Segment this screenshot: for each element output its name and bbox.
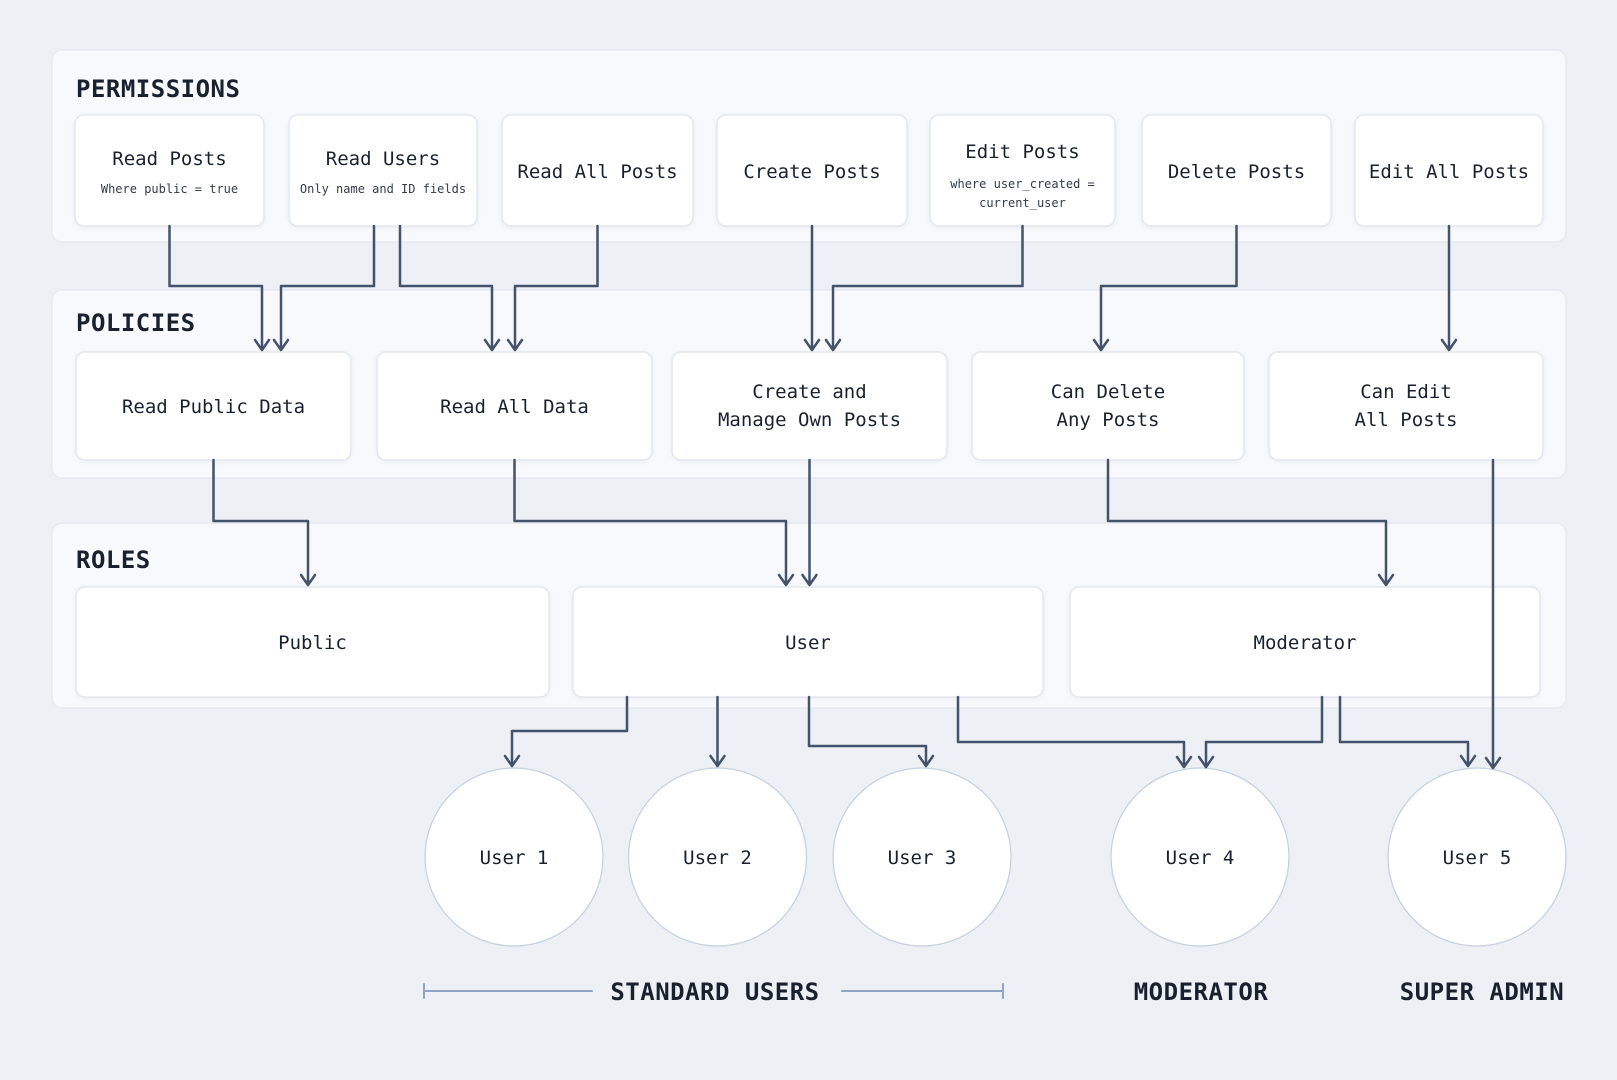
policy-label: Read All Data [440, 396, 589, 418]
role-box-public-bg [75, 586, 550, 698]
permission-box-edit-all-posts: Edit All Posts [1354, 114, 1544, 227]
permission-box-read-all-posts: Read All Posts [501, 114, 694, 227]
user-label: User 4 [1166, 847, 1235, 869]
edge-read-public-data-to-public [212, 458, 317, 587]
permission-note-line2: current_user [979, 196, 1066, 210]
permission-label: Read Users [326, 148, 440, 170]
user-circle-5-shape [1387, 767, 1567, 947]
policy-label-line2: Manage Own Posts [718, 409, 901, 431]
edge-create-posts-to-create-manage-own-posts [803, 224, 821, 352]
role-label: Public [278, 632, 347, 654]
policy-label: Can Delete [1051, 381, 1165, 403]
permission-box-read-users-bg [288, 114, 478, 227]
group-standard-users: STANDARD USERS [423, 978, 1004, 1006]
edges [168, 224, 1502, 770]
permission-note: Where public = true [101, 182, 238, 196]
role-box-public: Public [75, 586, 550, 698]
edge-read-all-posts-to-read-all-data [506, 224, 599, 352]
user-circle-2: User 2 [627, 767, 808, 947]
edge-read-users-to-read-all-data [398, 224, 501, 352]
permission-box-read-users: Read Users Only name and ID fields [288, 114, 478, 227]
permission-label: Edit All Posts [1369, 161, 1529, 183]
user-circle-4: User 4 [1110, 767, 1290, 947]
edge-user-to-user-1 [503, 695, 629, 768]
policy-label: Create and [752, 381, 866, 403]
edge-moderator-to-user-5 [1338, 695, 1477, 768]
user-label: User 3 [888, 847, 957, 869]
section-title-roles: ROLES [76, 546, 151, 574]
section-title-policies: POLICIES [76, 309, 196, 337]
bracket-standard-users-left [423, 983, 593, 999]
permission-label: Edit Posts [965, 141, 1079, 163]
edge-can-delete-any-posts-to-moderator [1106, 458, 1395, 587]
policy-box-can-delete-any-posts-bg [971, 351, 1245, 461]
section-title-permissions: PERMISSIONS [76, 75, 240, 103]
policy-box-read-public-data: Read Public Data [75, 351, 352, 461]
policy-label: Can Edit [1360, 381, 1452, 403]
policy-box-create-manage-own-posts: Create and Manage Own Posts [671, 351, 948, 461]
user-circle-1-shape [424, 767, 604, 947]
bracket-standard-users-right [841, 983, 1004, 999]
user-circle-3: User 3 [832, 767, 1012, 947]
edge-moderator-to-user-4 [1197, 695, 1324, 769]
permission-box-delete-posts: Delete Posts [1141, 114, 1332, 227]
edge-create-manage-own-posts-to-user [801, 458, 818, 587]
permission-box-read-posts-bg [74, 114, 265, 227]
user-circle-2-shape [627, 767, 808, 947]
edge-read-posts-to-read-public-data [168, 224, 271, 352]
edge-can-edit-all-posts-to-user-5 [1484, 458, 1502, 770]
role-box-user: User [572, 586, 1044, 698]
permission-note: Only name and ID fields [300, 182, 466, 196]
group-label-standard-users: STANDARD USERS [610, 978, 819, 1006]
policy-label-line2: Any Posts [1057, 409, 1160, 431]
role-box-moderator: Moderator [1069, 586, 1541, 698]
user-label: User 5 [1443, 847, 1512, 869]
permission-box-create-posts: Create Posts [716, 114, 908, 227]
permission-note: where user_created = [950, 177, 1095, 191]
policy-label-line2: All Posts [1355, 409, 1458, 431]
edge-user-to-user-4 [956, 695, 1193, 769]
role-label: Moderator [1254, 632, 1357, 654]
group-label-moderator: MODERATOR [1134, 978, 1269, 1006]
permission-box-edit-posts: Edit Posts where user_created = current_… [929, 114, 1116, 227]
permission-label: Read All Posts [517, 161, 677, 183]
permission-label: Create Posts [743, 161, 880, 183]
policy-box-can-edit-all-posts: Can Edit All Posts [1268, 351, 1544, 461]
policy-box-read-all-data: Read All Data [376, 351, 653, 461]
policy-box-can-edit-all-posts-bg [1268, 351, 1544, 461]
user-label: User 2 [683, 847, 752, 869]
user-label: User 1 [480, 847, 549, 869]
permission-label: Read Posts [112, 148, 226, 170]
role-label: User [785, 632, 831, 654]
edge-edit-posts-to-create-manage-own-posts [824, 224, 1024, 352]
edge-read-users-to-read-public-data [272, 224, 376, 352]
user-circle-4-shape [1110, 767, 1290, 947]
policy-box-create-manage-own-posts-bg [671, 351, 948, 461]
edge-edit-all-posts-to-can-edit-all-posts [1440, 224, 1458, 352]
user-circle-3-shape [832, 767, 1012, 947]
role-box-moderator-bg [1069, 586, 1541, 698]
policy-box-can-delete-any-posts: Can Delete Any Posts [971, 351, 1245, 461]
group-label-super-admin: SUPER ADMIN [1400, 978, 1564, 1006]
edge-read-all-data-to-user [513, 458, 795, 587]
permission-box-read-posts: Read Posts Where public = true [74, 114, 265, 227]
policy-label: Read Public Data [122, 396, 305, 418]
edge-user-to-user-3 [807, 695, 935, 768]
user-circle-5: User 5 [1387, 767, 1567, 947]
permission-label: Delete Posts [1168, 161, 1305, 183]
edge-user-to-user-2 [709, 695, 726, 768]
user-circle-1: User 1 [424, 767, 604, 947]
edge-delete-posts-to-can-delete-any-posts [1092, 224, 1238, 352]
